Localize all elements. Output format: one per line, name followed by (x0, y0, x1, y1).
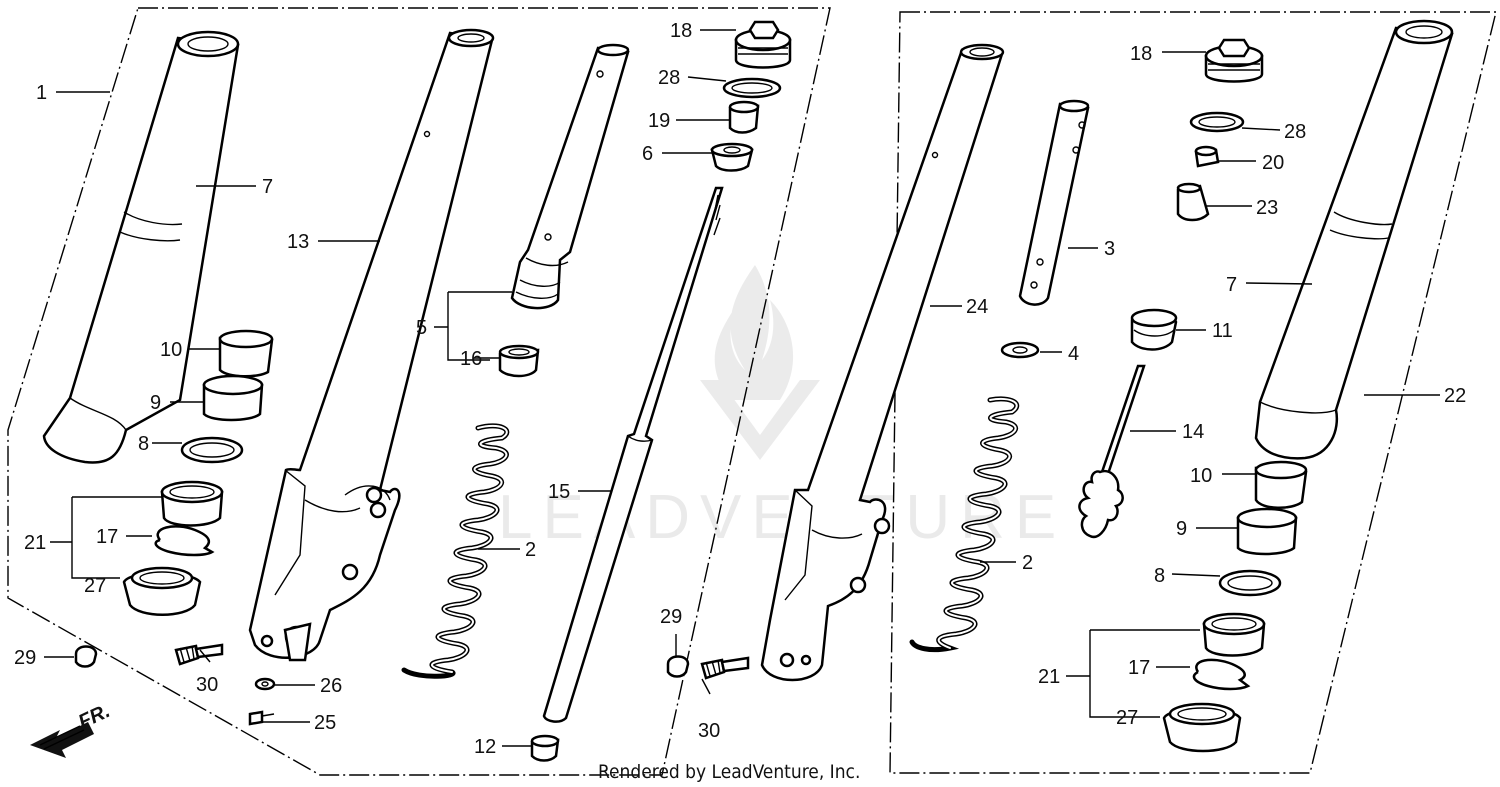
outer-tube-left (42, 30, 240, 464)
callout-label: 16 (460, 348, 482, 370)
left-frame (7, 7, 831, 776)
callout-label: 21 (1038, 666, 1060, 688)
callout-label: 4 (1068, 343, 1079, 365)
washer-26 (254, 677, 276, 691)
callout-label: 25 (314, 712, 336, 734)
callout-label: 28 (1284, 121, 1306, 143)
watermark-text: LEADVENTURE (498, 483, 1066, 552)
oil-seal-21-right (1202, 612, 1266, 657)
callout-label: 24 (966, 296, 988, 318)
watermark: LEADVENTURE (498, 265, 1066, 552)
screw-25 (248, 710, 275, 726)
callout-labels: 1 7 13 10 9 8 21 17 27 29 30 26 25 18 28… (14, 20, 1466, 758)
callout-label: 3 (1104, 238, 1115, 260)
fork-bolt-18-left (734, 20, 792, 69)
watermark-v-icon (700, 380, 820, 460)
front-direction-arrow: FR. (30, 700, 114, 758)
fork-spring-right (909, 396, 1020, 653)
callout-label: 18 (1130, 43, 1152, 65)
callout-label: 28 (658, 67, 680, 89)
washer-4 (1000, 341, 1040, 359)
o-ring-28-left (722, 77, 782, 99)
callout-label: 2 (525, 539, 536, 561)
nut-20 (1194, 145, 1220, 168)
cap-29-middle (666, 655, 690, 678)
callout-label: 10 (160, 339, 182, 361)
callout-label: 19 (648, 110, 670, 132)
bolt-30-middle (700, 656, 750, 680)
callout-label: 1 (36, 82, 47, 104)
o-ring-28-left-inner (731, 82, 773, 94)
stopper-ring-17-left (154, 525, 215, 557)
callout-label: 2 (1022, 552, 1033, 574)
callout-label: 27 (1116, 707, 1138, 729)
callout-label: 27 (84, 575, 106, 597)
callout-label: 15 (548, 481, 570, 503)
fork-spring-left (401, 423, 510, 679)
slider-bushing-10-right (1254, 460, 1308, 509)
callout-label: 23 (1256, 197, 1278, 219)
callout-label: 6 (642, 143, 653, 165)
rebound-adjuster-11 (1130, 308, 1178, 351)
spacer-19 (728, 100, 760, 134)
callout-label: 13 (287, 231, 309, 253)
callout-label: 10 (1190, 465, 1212, 487)
o-ring-28-right-inner (1198, 116, 1236, 128)
cartridge-14 (1078, 364, 1146, 539)
callout-label: 11 (1212, 320, 1233, 342)
callout-label: 29 (14, 647, 36, 669)
callout-label: 9 (150, 392, 161, 414)
fork-pipe-left (542, 186, 724, 723)
callout-label: 21 (24, 532, 46, 554)
callout-label: 7 (262, 176, 273, 198)
callout-label: 30 (196, 674, 218, 696)
callout-label: 8 (1154, 565, 1165, 587)
dust-seal-27-left (122, 566, 202, 616)
bolt-30-left (174, 643, 224, 666)
fork-slider-right (760, 43, 1005, 682)
guide-bushing-9-right (1236, 507, 1298, 556)
damper-cylinder-3 (1018, 99, 1090, 306)
callout-label: 12 (474, 736, 496, 758)
slider-bushing-10-left (218, 329, 274, 378)
spring-seat-6 (710, 142, 754, 172)
callout-label: 9 (1176, 518, 1187, 540)
callout-label: 17 (96, 526, 118, 548)
oil-lock-piece-16 (498, 344, 540, 378)
damper-rod-left (510, 43, 630, 310)
callout-label: 30 (698, 720, 720, 742)
fork-bolt-18-right (1204, 38, 1264, 83)
collar-23 (1176, 182, 1210, 222)
callout-label: 7 (1226, 274, 1237, 296)
cap-29-left (74, 645, 98, 668)
oil-seal-21-left (160, 480, 224, 527)
callout-label: 20 (1262, 152, 1284, 174)
callout-label: 18 (670, 20, 692, 42)
callout-label: 26 (320, 675, 342, 697)
callout-label: 17 (1128, 657, 1150, 679)
right-frame (889, 11, 1497, 774)
callout-label: 14 (1182, 421, 1204, 443)
stopper-ring-17-right (1192, 658, 1251, 691)
back-up-ring-8-right (1218, 569, 1282, 597)
outer-tube-right (1254, 19, 1454, 460)
washer-12 (530, 734, 560, 762)
dust-seal-27-right (1162, 702, 1242, 753)
guide-bushing-9-left (202, 374, 264, 422)
callout-label: 5 (416, 317, 427, 339)
fork-slider-left (248, 28, 495, 662)
callout-label: 22 (1444, 385, 1466, 407)
o-ring-28-right (1189, 111, 1245, 133)
footer-credit: Rendered by LeadVenture, Inc. (598, 761, 860, 783)
callout-label: 8 (138, 433, 149, 455)
callout-label: 29 (660, 606, 682, 628)
watermark-flame-icon (714, 265, 794, 400)
leader-lines (44, 29, 1440, 747)
back-up-ring-8-left (180, 436, 244, 464)
